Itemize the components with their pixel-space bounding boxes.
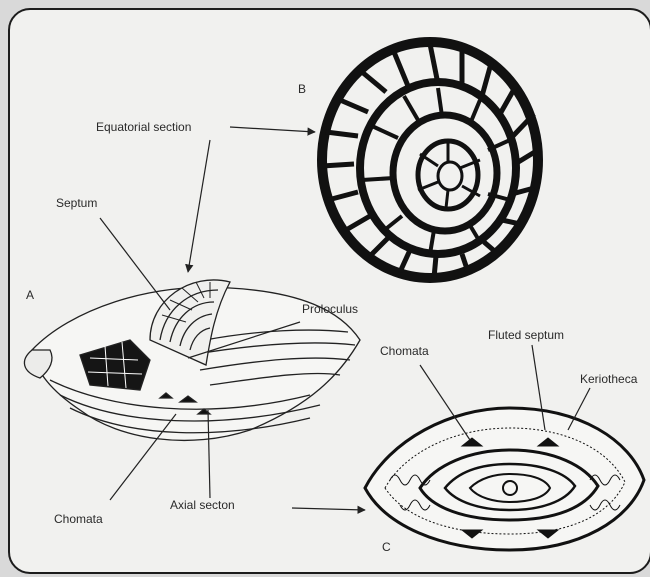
label-axial-section: Axial secton <box>170 498 235 512</box>
label-chomata-right: Chomata <box>380 344 429 358</box>
equatorial-section-drawing <box>322 42 538 278</box>
label-a: A <box>26 288 34 302</box>
label-fluted-septum: Fluted septum <box>488 328 564 342</box>
label-keriotheca: Keriotheca <box>580 372 637 386</box>
label-chomata-left: Chomata <box>54 512 103 526</box>
figure-frame: B A C Equatorial section Septum Prolocul… <box>8 8 650 574</box>
label-b: B <box>298 82 306 96</box>
label-equatorial-section: Equatorial section <box>96 120 191 134</box>
label-c: C <box>382 540 391 554</box>
axial-section-drawing <box>365 408 644 550</box>
fusulinid-illustration <box>10 10 650 572</box>
label-septum: Septum <box>56 196 97 210</box>
label-proloculus: Proloculus <box>302 302 358 316</box>
